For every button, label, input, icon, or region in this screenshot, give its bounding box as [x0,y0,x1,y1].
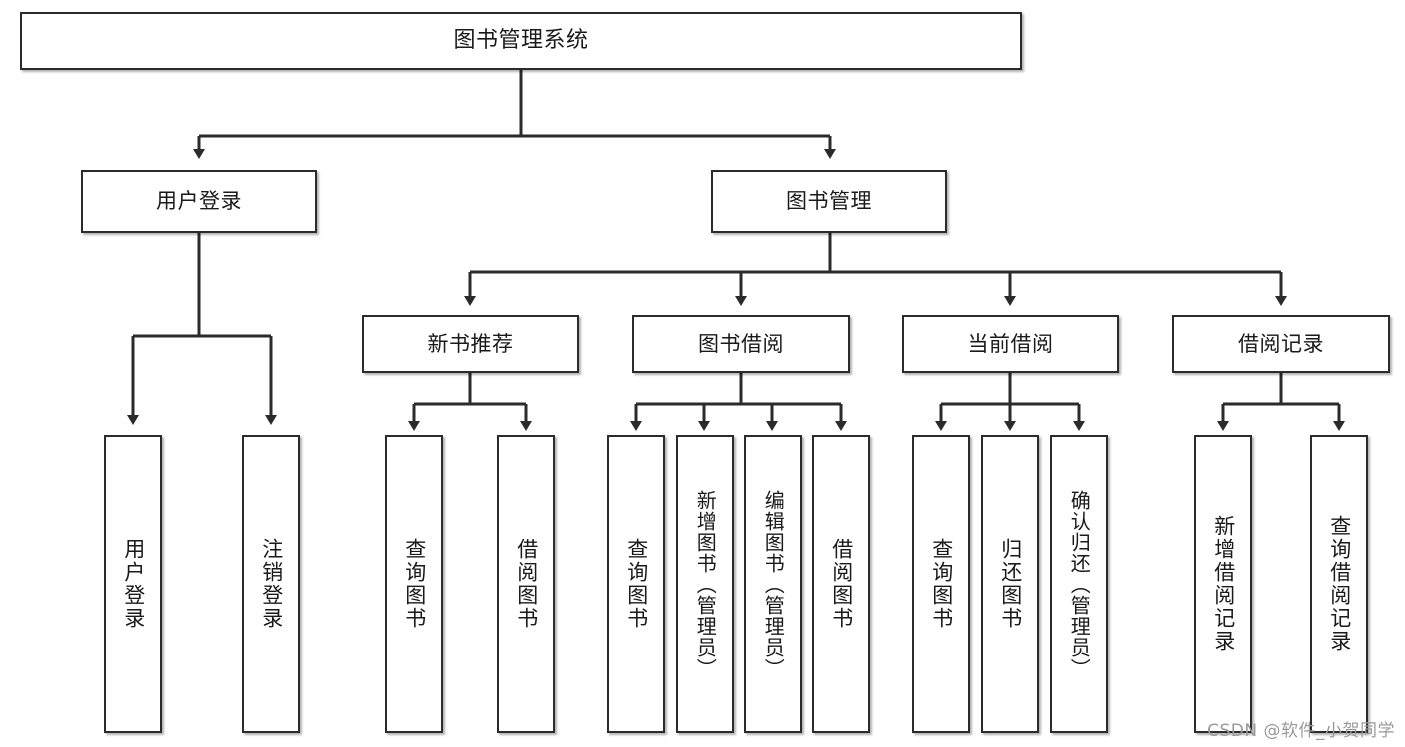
leaf-return-book[interactable]: 归还图书 [981,435,1039,733]
node-book-borrow[interactable]: 图书借阅 [632,315,850,373]
node-new-book-recommend[interactable]: 新书推荐 [362,315,579,373]
node-label: 图书管理系统 [453,28,589,54]
leaf-borrow-book[interactable]: 借阅图书 [812,435,870,733]
node-label: 借阅图书 [829,538,854,630]
node-label: 新增借阅记录 [1211,515,1236,653]
leaf-query-book-recommend[interactable]: 查询图书 [385,435,443,733]
node-label: 确认归还（管理员） [1067,489,1092,679]
node-label: 图书借阅 [698,331,784,356]
leaf-borrow-book-recommend[interactable]: 借阅图书 [497,435,555,733]
node-label: 图书管理 [786,189,872,214]
node-root-book-management-system[interactable]: 图书管理系统 [20,12,1022,70]
node-label: 新增图书（管理员） [693,489,718,679]
node-label: 编辑图书（管理员） [761,489,786,679]
leaf-add-borrow-record[interactable]: 新增借阅记录 [1194,435,1252,733]
node-label: 用户登录 [156,189,242,214]
node-label: 借阅图书 [514,538,539,630]
node-user-login[interactable]: 用户登录 [81,170,317,233]
leaf-edit-book-admin[interactable]: 编辑图书（管理员） [744,435,802,733]
node-current-borrow[interactable]: 当前借阅 [902,315,1119,373]
leaf-query-book-borrow[interactable]: 查询图书 [607,435,665,733]
node-label: 当前借阅 [967,331,1054,356]
node-label: 用户登录 [121,538,146,630]
leaf-user-logout[interactable]: 注销登录 [242,435,300,733]
csdn-watermark: CSDN @软件_小贺同学 [1207,721,1395,741]
node-book-management[interactable]: 图书管理 [711,170,947,233]
node-borrow-record[interactable]: 借阅记录 [1172,315,1390,373]
leaf-user-login[interactable]: 用户登录 [104,435,162,733]
node-label: 查询图书 [929,538,954,630]
node-label: 查询图书 [624,538,649,630]
node-label: 查询图书 [402,538,427,630]
node-label: 归还图书 [998,538,1023,630]
node-label: 注销登录 [259,538,284,630]
node-label: 借阅记录 [1238,331,1324,356]
leaf-confirm-return-admin[interactable]: 确认归还（管理员） [1050,435,1108,733]
node-label: 新书推荐 [427,331,514,356]
leaf-query-book-current[interactable]: 查询图书 [912,435,970,733]
node-label: 查询借阅记录 [1327,515,1352,653]
leaf-add-book-admin[interactable]: 新增图书（管理员） [676,435,734,733]
leaf-query-borrow-record[interactable]: 查询借阅记录 [1310,435,1368,733]
